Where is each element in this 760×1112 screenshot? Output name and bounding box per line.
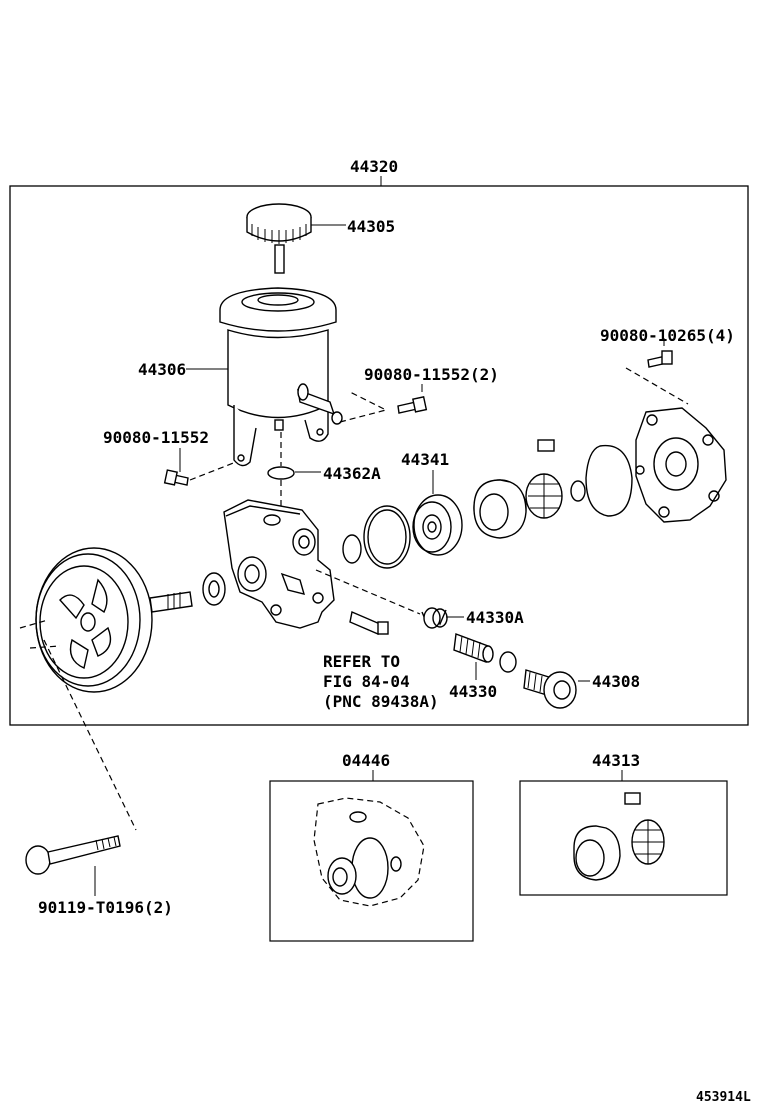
label-bolt-reservoir-right[interactable]: 90080-11552(2) bbox=[364, 365, 499, 384]
small-oring[interactable] bbox=[342, 534, 362, 564]
bolt-reservoir-left[interactable] bbox=[163, 469, 189, 486]
label-bolt-cover[interactable]: 90080-10265(4) bbox=[600, 326, 735, 345]
sensor-switch[interactable] bbox=[349, 611, 389, 635]
bearing-ring-44341[interactable] bbox=[412, 494, 463, 556]
rotor[interactable] bbox=[525, 439, 563, 519]
rotor-kit-frame bbox=[519, 780, 728, 896]
label-assembly[interactable]: 44320 bbox=[350, 157, 398, 176]
flow-valve-44330[interactable] bbox=[453, 633, 494, 663]
oil-seal[interactable] bbox=[202, 572, 226, 606]
large-oring[interactable] bbox=[363, 505, 411, 569]
reservoir-cap[interactable] bbox=[246, 203, 312, 274]
label-refer-1[interactable]: REFER TO bbox=[323, 652, 400, 671]
label-cap[interactable]: 44305 bbox=[347, 217, 395, 236]
label-bearing-ring[interactable]: 44341 bbox=[401, 450, 449, 469]
cam-ring[interactable] bbox=[473, 479, 527, 539]
label-reservoir[interactable]: 44306 bbox=[138, 360, 186, 379]
bolt-cover[interactable] bbox=[647, 350, 673, 368]
assembly-frame bbox=[9, 185, 749, 726]
gasket-kit-frame bbox=[269, 780, 474, 942]
union-oring[interactable] bbox=[499, 651, 517, 673]
pump-body[interactable] bbox=[223, 499, 335, 629]
pulley[interactable] bbox=[35, 547, 193, 693]
label-union[interactable]: 44308 bbox=[592, 672, 640, 691]
label-rotor-kit[interactable]: 44313 bbox=[592, 751, 640, 770]
label-oring[interactable]: 44362A bbox=[323, 464, 381, 483]
label-gasket-kit[interactable]: 04446 bbox=[342, 751, 390, 770]
reservoir-tank[interactable] bbox=[219, 287, 343, 467]
rotor-kit-parts[interactable] bbox=[573, 792, 665, 881]
label-spring[interactable]: 44330A bbox=[466, 608, 524, 627]
union-bolt-44308[interactable] bbox=[523, 669, 577, 709]
small-ring[interactable] bbox=[570, 480, 586, 502]
label-valve[interactable]: 44330 bbox=[449, 682, 497, 701]
label-refer-3[interactable]: (PNC 89438A) bbox=[323, 692, 439, 711]
bolt-reservoir-right[interactable] bbox=[397, 396, 428, 414]
diagram-id: 453914L bbox=[696, 1090, 751, 1105]
oring-44362a[interactable] bbox=[267, 466, 295, 480]
pulley-bolt[interactable] bbox=[25, 835, 121, 875]
gasket-kit-parts[interactable] bbox=[313, 797, 425, 907]
label-bolt-reservoir-left[interactable]: 90080-11552 bbox=[103, 428, 209, 447]
label-pulley-bolt[interactable]: 90119-T0196(2) bbox=[38, 898, 173, 917]
rear-cover[interactable] bbox=[635, 407, 727, 523]
label-refer-2[interactable]: FIG 84-04 bbox=[323, 672, 410, 691]
spring-44330a[interactable] bbox=[421, 607, 448, 629]
gasket[interactable] bbox=[585, 444, 633, 517]
